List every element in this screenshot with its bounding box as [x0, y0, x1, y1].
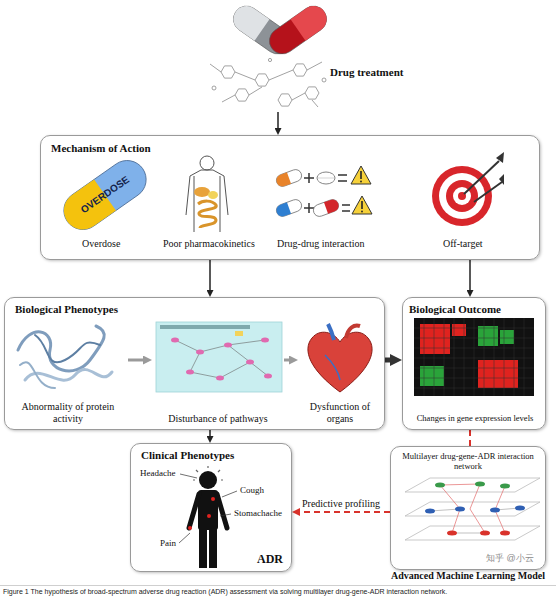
connector [469, 430, 471, 446]
panel-caption: Changes in gene expression levels [409, 414, 541, 424]
symptom-label: Stomachache [234, 508, 282, 518]
box-title: Mechanism of Action [51, 142, 531, 155]
adr-label: ADR [141, 553, 283, 567]
interaction-icons [275, 166, 372, 218]
caption: Figure 1 The hypothesis of broad-spectru… [3, 588, 553, 596]
connector [209, 260, 211, 290]
connector [300, 511, 390, 513]
molecule-sketch [210, 58, 326, 107]
network-layers [405, 478, 540, 540]
item-label: Abnormality of protein activity [10, 401, 126, 424]
item-label: Overdose [82, 238, 120, 250]
drug-treatment-node: Drug treatment [200, 2, 415, 112]
person-figure [179, 466, 237, 568]
phenotype-item: Dysfunction of organs [298, 318, 382, 426]
section-box: Biological PhenotypesAbnormality of prot… [4, 297, 385, 430]
caption-rule [0, 585, 556, 586]
network-title: Multilayer drug-gene-ADR interaction net… [397, 452, 539, 472]
node-heading: Drug treatment [330, 66, 415, 79]
pill-text: OVERDOSE [73, 170, 137, 220]
connector [209, 430, 211, 436]
overdose-capsule [56, 153, 153, 237]
connector [284, 359, 289, 362]
heatmap [414, 318, 534, 396]
box-title: Biological Phenotypes [15, 303, 376, 316]
edge-label: Predictive profiling [300, 498, 382, 510]
red-capsule [264, 1, 331, 59]
connector [128, 359, 143, 362]
protein-ribbon [18, 326, 112, 388]
model-box: Multilayer drug-gene-ADR interaction net… [390, 446, 546, 570]
item-label: Disturbance of pathways [154, 413, 282, 425]
phenotype-item: Abnormality of protein activity [8, 318, 128, 426]
section-box: Clinical PhenotypesADR [130, 443, 292, 572]
model-title: Advanced Machine Learning Model [379, 570, 556, 582]
heart-organ [308, 324, 372, 392]
section-box: Biological OutcomeChanges in gene expres… [402, 297, 546, 430]
item-label: Off-target [443, 238, 483, 250]
symptom-label: Cough [240, 485, 264, 495]
phenotype-item: Disturbance of pathways [152, 318, 284, 426]
box-title: Biological Outcome [409, 303, 541, 316]
watermark: 知乎 @小云 [486, 553, 534, 563]
box-title: Clinical Phenotypes [141, 449, 283, 462]
target-icon [432, 152, 504, 226]
item-label: Dysfunction of organs [300, 401, 380, 424]
pathway-map [156, 322, 282, 392]
item-label: Poor pharmacokinetics [163, 238, 255, 250]
body-figure [186, 156, 228, 232]
symptom-label: Headache [140, 468, 175, 478]
connector [385, 358, 390, 363]
symptom-label: Pain [160, 538, 176, 548]
connector [469, 260, 471, 290]
item-label: Drug-drug interaction [277, 238, 364, 250]
connector [277, 112, 279, 128]
